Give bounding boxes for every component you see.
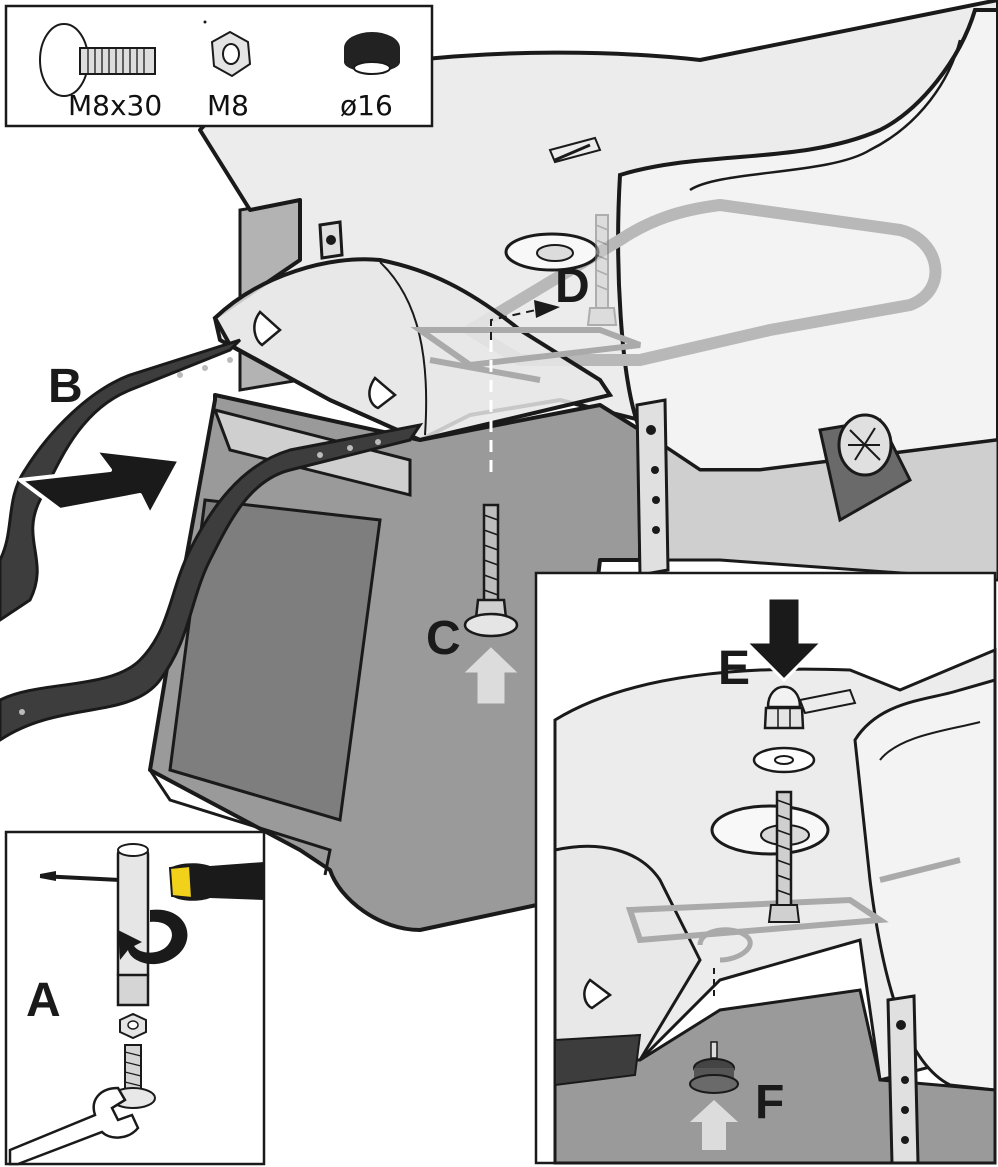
hex-nut-icon	[203, 20, 252, 78]
carriage-bolt-d	[586, 214, 618, 326]
inset-ef: E F	[534, 571, 997, 1165]
up-arrow-f-icon	[690, 1100, 738, 1150]
part-label-bolt: M8x30	[68, 89, 162, 122]
insert-arrow-icon	[18, 448, 182, 517]
inset-a: A	[4, 830, 266, 1166]
inset-bolt	[767, 790, 801, 923]
carriage-bolt-icon	[39, 23, 156, 97]
step-label-a: A	[26, 974, 61, 1027]
step-label-e: E	[718, 642, 750, 695]
step-label-f: F	[755, 1076, 784, 1129]
plastic-cap-f	[689, 1041, 739, 1094]
up-arrow-c-icon	[464, 647, 518, 704]
part-label-cap: ø16	[340, 89, 393, 122]
screwdriver-handle	[170, 862, 264, 901]
acorn-nut-icon	[763, 685, 805, 730]
step-label-b: B	[48, 360, 83, 413]
part-label-nut: M8	[207, 89, 249, 122]
step-label-c: C	[426, 612, 461, 665]
down-arrow-e-icon	[742, 596, 826, 683]
rotate-arrow-icon	[118, 909, 188, 965]
wrench-icon	[8, 1086, 140, 1166]
parts-legend: M8x30 M8 ø16	[4, 4, 434, 128]
step-label-d: D	[555, 260, 590, 313]
plastic-cap-icon	[344, 32, 400, 75]
carriage-bolt-c	[463, 503, 519, 638]
